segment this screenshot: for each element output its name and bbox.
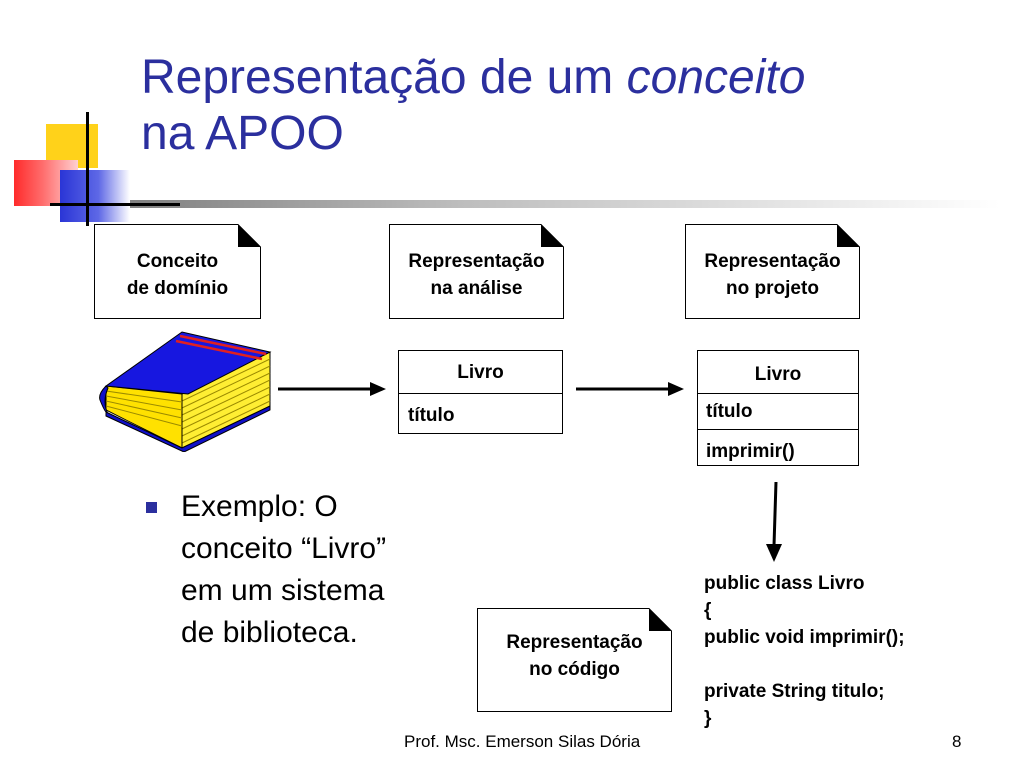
bullet-line: conceito “Livro” [181,532,387,565]
note-conceito-dominio: Conceito de domínio [94,224,261,319]
slide-title: Representação de um conceito na APOO [141,50,1011,162]
class-attribute: título [698,394,858,430]
note-label-line2: na análise [430,278,523,299]
arrow-down [766,481,782,562]
class-name: Livro [698,351,858,394]
decor-horizontal-line [50,203,180,206]
title-text: Representação de um [141,51,627,104]
code-block: public class Livro { public void imprimi… [704,570,1004,732]
bullet-text: Exemplo: O conceito “Livro” em um sistem… [181,486,451,654]
code-line: { [704,600,712,621]
book-icon [99,331,272,452]
note-label-line1: Conceito [136,251,219,272]
note-representacao-analise: Representação na análise [389,224,564,319]
class-box-analise: Livro título [398,350,563,434]
note-label-line2: no código [529,659,620,680]
note-shape [94,224,261,319]
bullet-line: de biblioteca. [181,616,358,649]
code-line: private String titulo; [704,681,885,702]
note-label-line1: Representação [704,251,841,272]
code-line: public class Livro [704,573,865,594]
note-label-line2: de domínio [126,278,229,299]
page-number: 8 [952,732,962,751]
code-line [704,651,1004,678]
bullet-line: Exemplo: O [181,490,338,523]
note-shape [389,224,564,319]
code-line: } [704,708,712,729]
note-shape [685,224,860,319]
decor-vertical-line [86,112,89,226]
note-label-line2: no projeto [726,278,819,299]
arrow-right-2 [576,382,684,396]
note-label-line1: Representação [408,251,545,272]
bullet-marker [146,502,157,513]
note-shape [477,608,672,712]
class-method: imprimir() [706,441,795,462]
title-line-2: na APOO [141,107,344,160]
code-line: public void imprimir(); [704,627,905,648]
class-attribute: título [408,405,455,426]
footer-author: Prof. Msc. Emerson Silas Dória [404,732,641,751]
note-label-line1: Representação [506,632,643,653]
arrow-right-1 [278,382,386,396]
class-box-projeto: Livro título imprimir() [697,350,859,466]
class-name: Livro [399,351,562,394]
decor-blue-square [60,170,130,222]
title-italic-word: conceito [626,51,806,104]
note-representacao-projeto: Representação no projeto [685,224,860,319]
bullet-line: em um sistema [181,574,385,607]
title-rule [100,200,1000,208]
note-representacao-codigo: Representação no código [477,608,672,712]
